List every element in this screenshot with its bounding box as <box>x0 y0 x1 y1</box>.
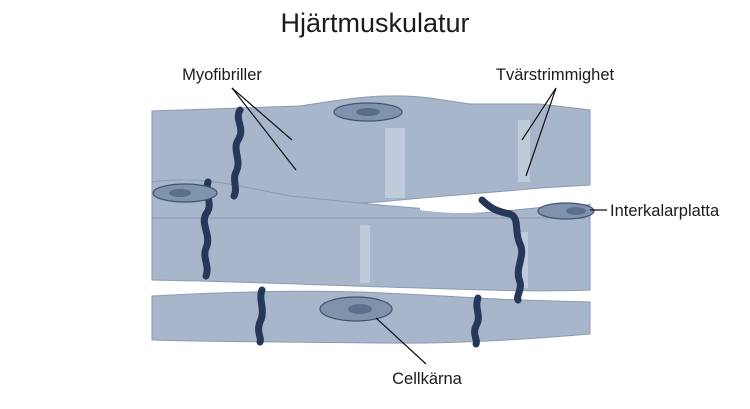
interstitial-gap <box>420 196 590 213</box>
label-intercalated-disc-text: Interkalarplatta <box>610 202 720 220</box>
label-nucleus-text: Cellkärna <box>392 370 463 388</box>
leader-line <box>375 317 427 365</box>
cell-nucleus-core <box>169 189 191 197</box>
striation-band <box>360 225 370 283</box>
leader-line <box>521 87 557 141</box>
cell-nucleus-core <box>348 304 372 314</box>
label-striations: Tvärstrimmighet <box>496 66 615 177</box>
leader-line <box>231 87 297 171</box>
label-nucleus: Cellkärna <box>375 317 463 388</box>
leader-line <box>231 87 293 141</box>
cell-nucleus-core <box>356 108 380 116</box>
intercalated-disc <box>255 286 266 346</box>
intercalated-disc <box>478 196 526 304</box>
intercalated-disc <box>471 294 482 348</box>
intercalated-disc <box>230 106 245 200</box>
striation-band <box>518 120 530 182</box>
striation-band <box>385 128 405 198</box>
diagram-title: Hjärtmuskulatur <box>280 8 469 38</box>
label-myofibrils-text: Myofibriller <box>182 66 262 84</box>
muscle-fiber-row-3 <box>151 217 591 292</box>
cell-nuclei <box>152 102 595 322</box>
label-intercalated-disc: Interkalarplatta <box>590 202 720 220</box>
leader-line <box>525 87 557 177</box>
muscle-tissue <box>151 95 595 348</box>
cell-nucleus-core <box>566 207 586 215</box>
label-striations-text: Tvärstrimmighet <box>496 66 615 84</box>
label-myofibrils: Myofibriller <box>182 66 297 171</box>
